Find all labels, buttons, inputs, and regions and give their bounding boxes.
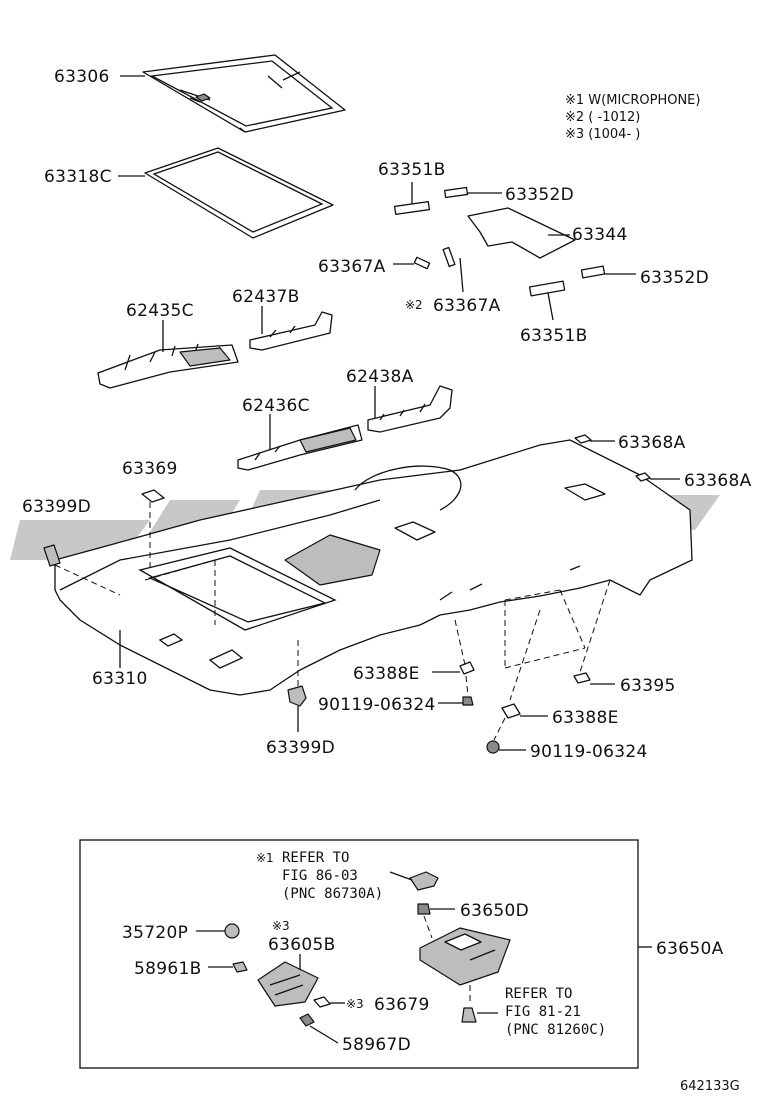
part-62438A xyxy=(367,385,453,433)
part-63679 xyxy=(313,996,331,1008)
label-63310[interactable]: 63310 xyxy=(92,669,148,689)
part-62435C xyxy=(97,343,239,389)
label-63395[interactable]: 63395 xyxy=(620,676,676,696)
part-58967D xyxy=(299,1013,315,1027)
refer1-line1: REFER TO xyxy=(282,850,349,866)
label-63399D-left[interactable]: 63399D xyxy=(22,497,91,517)
refer2-line1: REFER TO xyxy=(505,986,572,1002)
label-63351B-bottom[interactable]: 63351B xyxy=(520,326,588,346)
label-63368A-2[interactable]: 63368A xyxy=(684,471,752,491)
label-63369[interactable]: 63369 xyxy=(122,459,178,479)
part-35720P xyxy=(224,923,240,939)
label-63344[interactable]: 63344 xyxy=(572,225,628,245)
part-63351B-top xyxy=(393,201,431,215)
label-58967D[interactable]: 58967D xyxy=(342,1035,411,1055)
inset-box xyxy=(79,839,639,1069)
part-63310-headliner xyxy=(54,439,693,696)
label-63351B-top[interactable]: 63351B xyxy=(378,160,446,180)
note-3: ※3 (1004- ) xyxy=(565,127,640,142)
label-62436C[interactable]: 62436C xyxy=(242,396,310,416)
part-microphone xyxy=(409,871,439,891)
part-90119-1 xyxy=(462,696,474,706)
mark-note-3a: ※3 xyxy=(272,919,290,933)
part-63605B xyxy=(257,961,319,1007)
refer2-line2[interactable]: FIG 81-21 xyxy=(505,1004,581,1020)
part-63368A-2 xyxy=(635,472,651,482)
label-62438A[interactable]: 62438A xyxy=(346,367,414,387)
note-1: ※1 W(MICROPHONE) xyxy=(565,93,700,108)
label-63368A-1[interactable]: 63368A xyxy=(618,433,686,453)
part-62437B xyxy=(249,311,333,351)
figure-code: 642133G xyxy=(680,1079,740,1094)
note-2: ※2 ( -1012) xyxy=(565,110,640,125)
label-90119-2[interactable]: 90119-06324 xyxy=(530,742,648,762)
part-63367A-2 xyxy=(442,246,456,268)
label-63388E-1[interactable]: 63388E xyxy=(353,664,420,684)
part-63399D-left xyxy=(43,544,61,567)
refer1-line3: (PNC 86730A) xyxy=(282,886,383,902)
label-63605B[interactable]: 63605B xyxy=(268,935,336,955)
part-63306-sunshade xyxy=(142,54,346,133)
label-62435C[interactable]: 62435C xyxy=(126,301,194,321)
part-63367A xyxy=(413,256,431,270)
mark-note-1: ※1 xyxy=(256,851,274,865)
mark-note-3b: ※3 xyxy=(346,997,364,1011)
label-63650D[interactable]: 63650D xyxy=(460,901,529,921)
part-63650D xyxy=(417,903,431,915)
label-90119-1[interactable]: 90119-06324 xyxy=(318,695,436,715)
label-35720P[interactable]: 35720P xyxy=(122,923,188,943)
label-63679[interactable]: 63679 xyxy=(374,995,430,1015)
part-63352D-right xyxy=(580,265,606,279)
part-63388E-2 xyxy=(501,703,521,719)
part-63368A-1 xyxy=(574,434,592,444)
part-63318C-frame xyxy=(144,147,334,239)
label-63399D-bottom[interactable]: 63399D xyxy=(266,738,335,758)
label-63367A-2[interactable]: 63367A xyxy=(433,296,501,316)
part-62436C xyxy=(237,424,363,471)
part-58961B xyxy=(232,961,248,973)
label-63650A[interactable]: 63650A xyxy=(656,939,724,959)
part-63395 xyxy=(573,672,591,684)
label-63352D-right[interactable]: 63352D xyxy=(640,268,709,288)
refer1-line2[interactable]: FIG 86-03 xyxy=(282,868,358,884)
part-bulb xyxy=(461,1007,477,1023)
part-63352D-top xyxy=(444,186,469,199)
label-63306[interactable]: 63306 xyxy=(54,67,110,87)
part-63399D-bottom xyxy=(287,685,307,707)
part-63369 xyxy=(141,489,165,503)
label-63352D-top[interactable]: 63352D xyxy=(505,185,574,205)
label-63388E-2[interactable]: 63388E xyxy=(552,708,619,728)
label-58961B[interactable]: 58961B xyxy=(134,959,202,979)
label-62437B[interactable]: 62437B xyxy=(232,287,300,307)
label-63318C[interactable]: 63318C xyxy=(44,167,112,187)
part-63388E-1 xyxy=(459,661,475,675)
part-63344-pad xyxy=(467,207,576,259)
mark-note-2: ※2 xyxy=(405,298,423,312)
part-63650A-lamp xyxy=(419,927,511,986)
part-63351B-bottom xyxy=(528,280,566,297)
label-63367A[interactable]: 63367A xyxy=(318,257,386,277)
refer2-line3: (PNC 81260C) xyxy=(505,1022,606,1038)
part-90119-2 xyxy=(486,740,500,754)
